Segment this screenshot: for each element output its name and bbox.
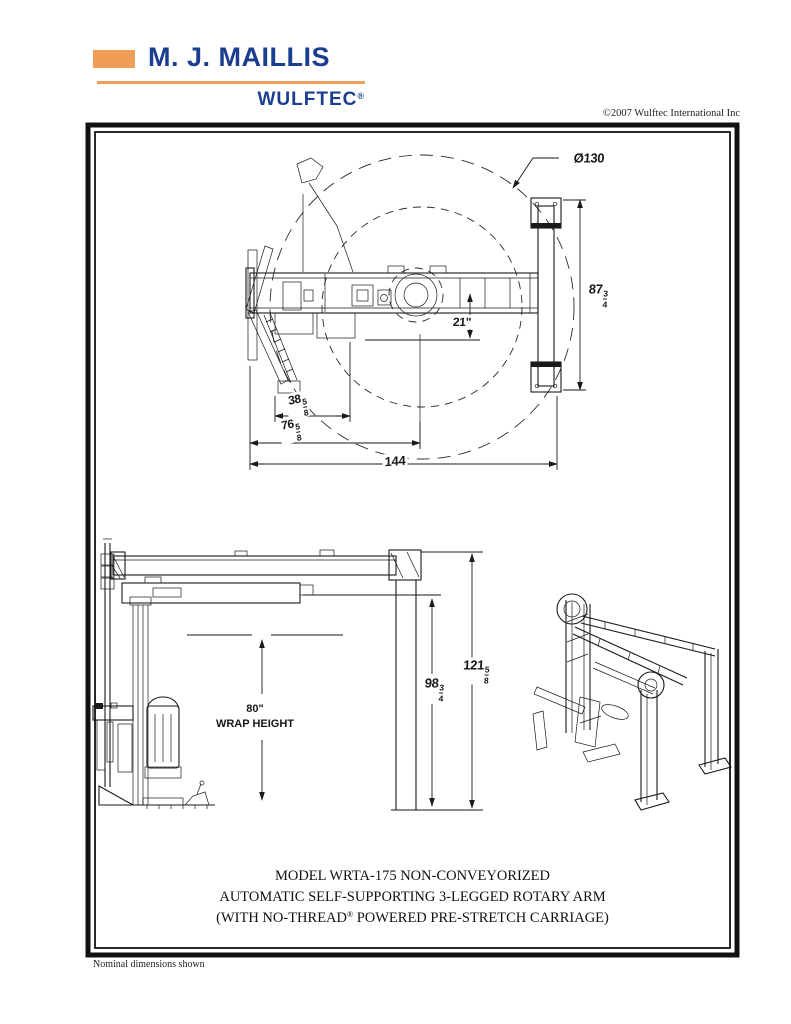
dim-denominator: 8	[483, 674, 489, 685]
logo-divider	[97, 81, 365, 84]
dim-whole: 38	[287, 391, 302, 408]
drawing-title-line1: MODEL WRTA-175 NON-CONVEYORIZED	[274, 868, 551, 884]
footer-note: Nominal dimensions shown	[93, 959, 205, 970]
wrap-height-dimension: 80" WRAP HEIGHT	[213, 701, 297, 733]
top-view-drawing	[245, 154, 586, 470]
dim-whole: 76	[280, 416, 295, 433]
drawing-title-line3: (WITH NO-THREAD® POWERED PRE-STRETCH CAR…	[85, 908, 740, 929]
wrap-height-value: 80"	[246, 703, 264, 716]
dim-denominator: 4	[438, 692, 444, 703]
dim-center-offset-label: 21"	[450, 315, 474, 329]
dim-denominator: 4	[602, 298, 608, 309]
dim-denominator: 8	[302, 405, 309, 418]
dim-diameter-label: Ø130	[571, 150, 607, 166]
title-line3-suffix: POWERED PRE-STRETCH CARRIAGE)	[353, 910, 609, 927]
title-registered-mark: ®	[347, 910, 354, 920]
maillis-logo-mark-icon	[93, 50, 135, 68]
dim-numerator: 3	[602, 288, 609, 299]
sub-brand-name: WULFTEC®	[97, 89, 365, 111]
drawing-title-line2: AUTOMATIC SELF-SUPPORTING 3-LEGGED ROTAR…	[219, 889, 606, 906]
brand-name: M. J. MAILLIS	[148, 42, 330, 72]
dim-numerator: 5	[484, 664, 490, 675]
wrap-height-text: WRAP HEIGHT	[215, 718, 295, 730]
copyright-notice: ©2007 Wulftec International Inc	[602, 108, 740, 119]
registered-mark: ®	[357, 91, 365, 101]
title-line3-prefix: (WITH NO-THREAD	[216, 910, 347, 927]
sub-brand-text: WULFTEC	[257, 89, 358, 110]
drawing-title: MODEL WRTA-175 NON-CONVEYORIZED AUTOMATI…	[85, 866, 740, 929]
dim-whole: 87	[588, 281, 604, 297]
front-view-dimensions	[259, 551, 483, 811]
dim-width-total-label: 144	[382, 452, 408, 470]
front-view-drawing	[92, 538, 483, 811]
frame-border	[85, 122, 740, 958]
dim-denominator: 8	[295, 430, 302, 443]
isometric-view-drawing	[532, 593, 732, 811]
technical-drawing-svg: .ln{fill:none;stroke:#1a1a1a;stroke-widt…	[85, 122, 740, 958]
dim-whole: 98	[424, 675, 440, 691]
dim-numerator: 3	[438, 682, 445, 693]
dim-whole: 121	[462, 657, 485, 673]
drawing-frame: .ln{fill:none;stroke:#1a1a1a;stroke-widt…	[85, 122, 740, 958]
